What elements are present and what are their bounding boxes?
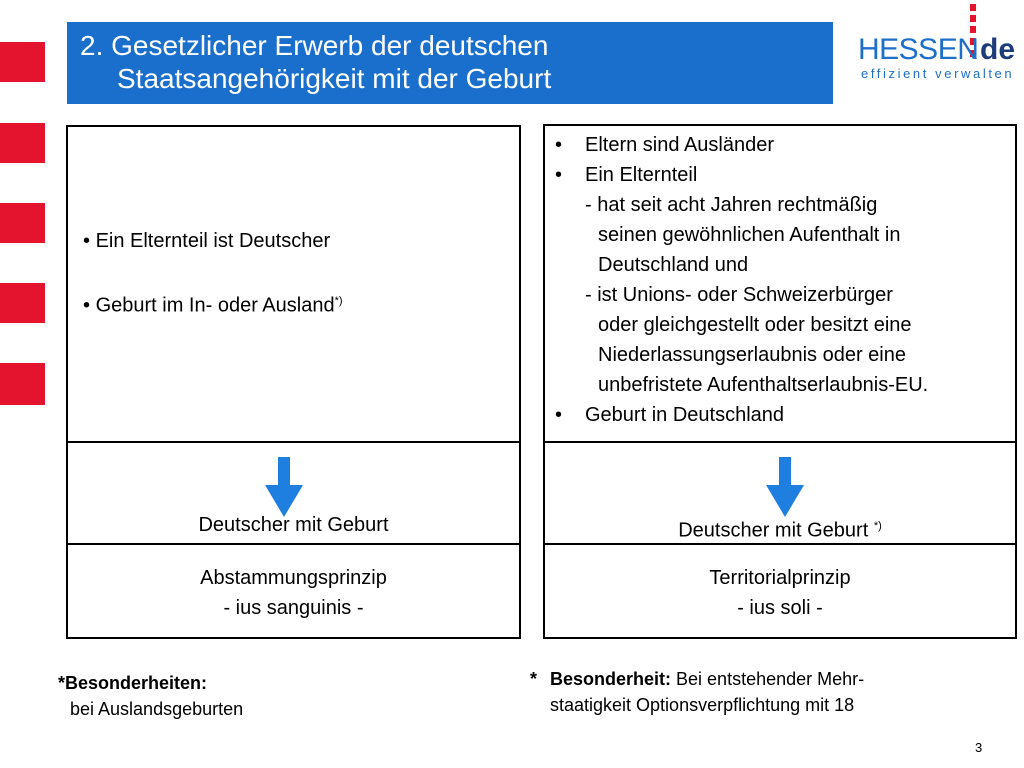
right-line-3: - hat seit acht Jahren rechtmäßig [585, 194, 878, 216]
right-principle-line2: - ius soli - [737, 597, 823, 619]
logo-dot-1 [970, 4, 976, 11]
arrow-down-icon [766, 457, 804, 517]
right-line-5: Deutschland und [598, 254, 749, 276]
right-result-text: Deutscher mit Geburt [678, 519, 869, 542]
right-line-7: oder gleichgestellt oder besitzt eine [598, 314, 912, 336]
right-divider-1 [543, 441, 1017, 443]
logo-dot-3 [970, 26, 976, 33]
right-principle-line1: Territorialprinzip [709, 567, 851, 589]
right-bullet-dot-3: • [555, 404, 563, 426]
right-line-9: unbefristete Aufenthaltserlaubnis-EU. [598, 374, 929, 396]
decor-red-block-1 [0, 42, 45, 82]
right-result-sup: *) [873, 520, 882, 532]
hessen-logo: HESSEN de effizient verwalten [858, 0, 1018, 90]
logo-dot-4 [970, 38, 976, 45]
decor-red-block-5 [0, 363, 45, 405]
right-line-6: - ist Unions- oder Schweizerbürger [585, 284, 893, 306]
logo-dot-2 [970, 15, 976, 22]
footnote-left-title: *Besonderheiten: [58, 673, 208, 693]
right-line-2: Ein Elternteil [585, 164, 698, 186]
bullet-dot: • [83, 230, 96, 252]
left-bullet-2-sup: *) [334, 295, 343, 307]
footnote-right-line1: Besonderheit: Bei entstehender Mehr- [550, 667, 864, 691]
footnote-left-text: bei Auslandsgeburten [70, 699, 244, 719]
right-divider-2 [543, 543, 1017, 545]
left-box [66, 125, 521, 639]
slide-title-line1: 2. Gesetzlicher Erwerb der deutschen [80, 30, 549, 61]
left-bullet-2: • Geburt im In- oder Ausland*) [83, 286, 343, 321]
bullet-dot: • [83, 294, 96, 317]
right-line-4: seinen gewöhnlichen Aufenthalt in [598, 224, 901, 246]
logo-dot-5 [970, 50, 976, 57]
left-bullet-2-text: Geburt im In- oder Ausland [95, 294, 335, 317]
decor-red-block-2 [0, 123, 45, 163]
footnote-right-line2: staatigkeit Optionsverpflichtung mit 18 [550, 695, 855, 715]
right-bullet-dot-1: • [555, 134, 563, 156]
footnote-right-text1: Bei entstehender Mehr- [671, 669, 865, 689]
left-result: Deutscher mit Geburt [198, 514, 389, 536]
left-bullet-1-text: Ein Elternteil ist Deutscher [95, 230, 331, 252]
right-result: Deutscher mit Geburt *) [543, 511, 1017, 546]
arrow-down-icon [265, 457, 303, 517]
left-divider-2 [66, 543, 521, 545]
decor-red-block-3 [0, 203, 45, 243]
page-number: 3 [975, 740, 983, 755]
logo-word: HESSEN [858, 33, 979, 66]
right-line-8: Niederlassungserlaubnis oder eine [598, 344, 906, 366]
slide-title-bar: 2. Gesetzlicher Erwerb der deutschen Sta… [67, 22, 833, 104]
footnote-right-title: Besonderheit: [550, 669, 672, 689]
decor-red-block-4 [0, 283, 45, 323]
right-line-10: Geburt in Deutschland [585, 404, 785, 426]
slide-title-line2: Staatsangehörigkeit mit der Geburt [117, 63, 552, 94]
logo-domain: de [980, 33, 1016, 66]
left-divider-1 [66, 441, 521, 443]
footnote-right-star: * [530, 669, 538, 689]
left-principle-line2: - ius sanguinis - [223, 597, 364, 619]
right-bullet-dot-2: • [555, 164, 563, 186]
right-box [543, 124, 1017, 639]
right-line-1: Eltern sind Ausländer [585, 134, 775, 156]
left-principle-line1: Abstammungsprinzip [200, 567, 387, 589]
logo-tagline: effizient verwalten [861, 66, 1015, 81]
left-bullet-1: • Ein Elternteil ist Deutscher [83, 226, 330, 256]
